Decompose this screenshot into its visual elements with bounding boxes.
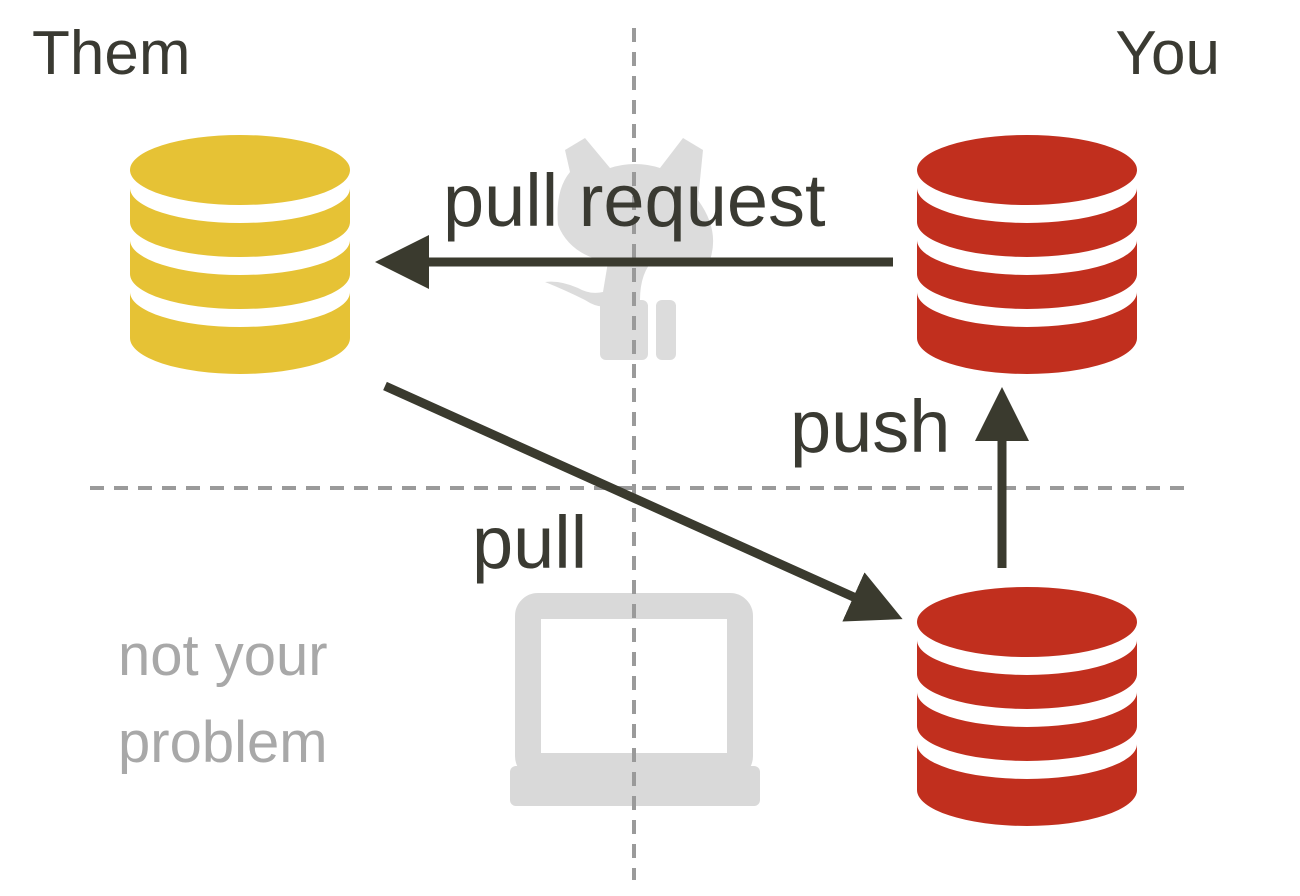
your-remote-repository-icon xyxy=(917,135,1137,374)
pull-label: pull xyxy=(472,501,587,584)
pull-request-label: pull request xyxy=(443,159,826,242)
them-label: Them xyxy=(32,19,190,88)
pull-arrow xyxy=(383,381,903,622)
github-octocat-icon xyxy=(510,138,714,360)
you-label: You xyxy=(1115,19,1220,88)
your-local-repository-icon xyxy=(917,587,1137,826)
not-your-problem-line-1: not your xyxy=(118,623,328,688)
push-label: push xyxy=(790,385,950,468)
them-repository-icon xyxy=(130,135,350,374)
not-your-problem-line-2: problem xyxy=(118,710,328,775)
